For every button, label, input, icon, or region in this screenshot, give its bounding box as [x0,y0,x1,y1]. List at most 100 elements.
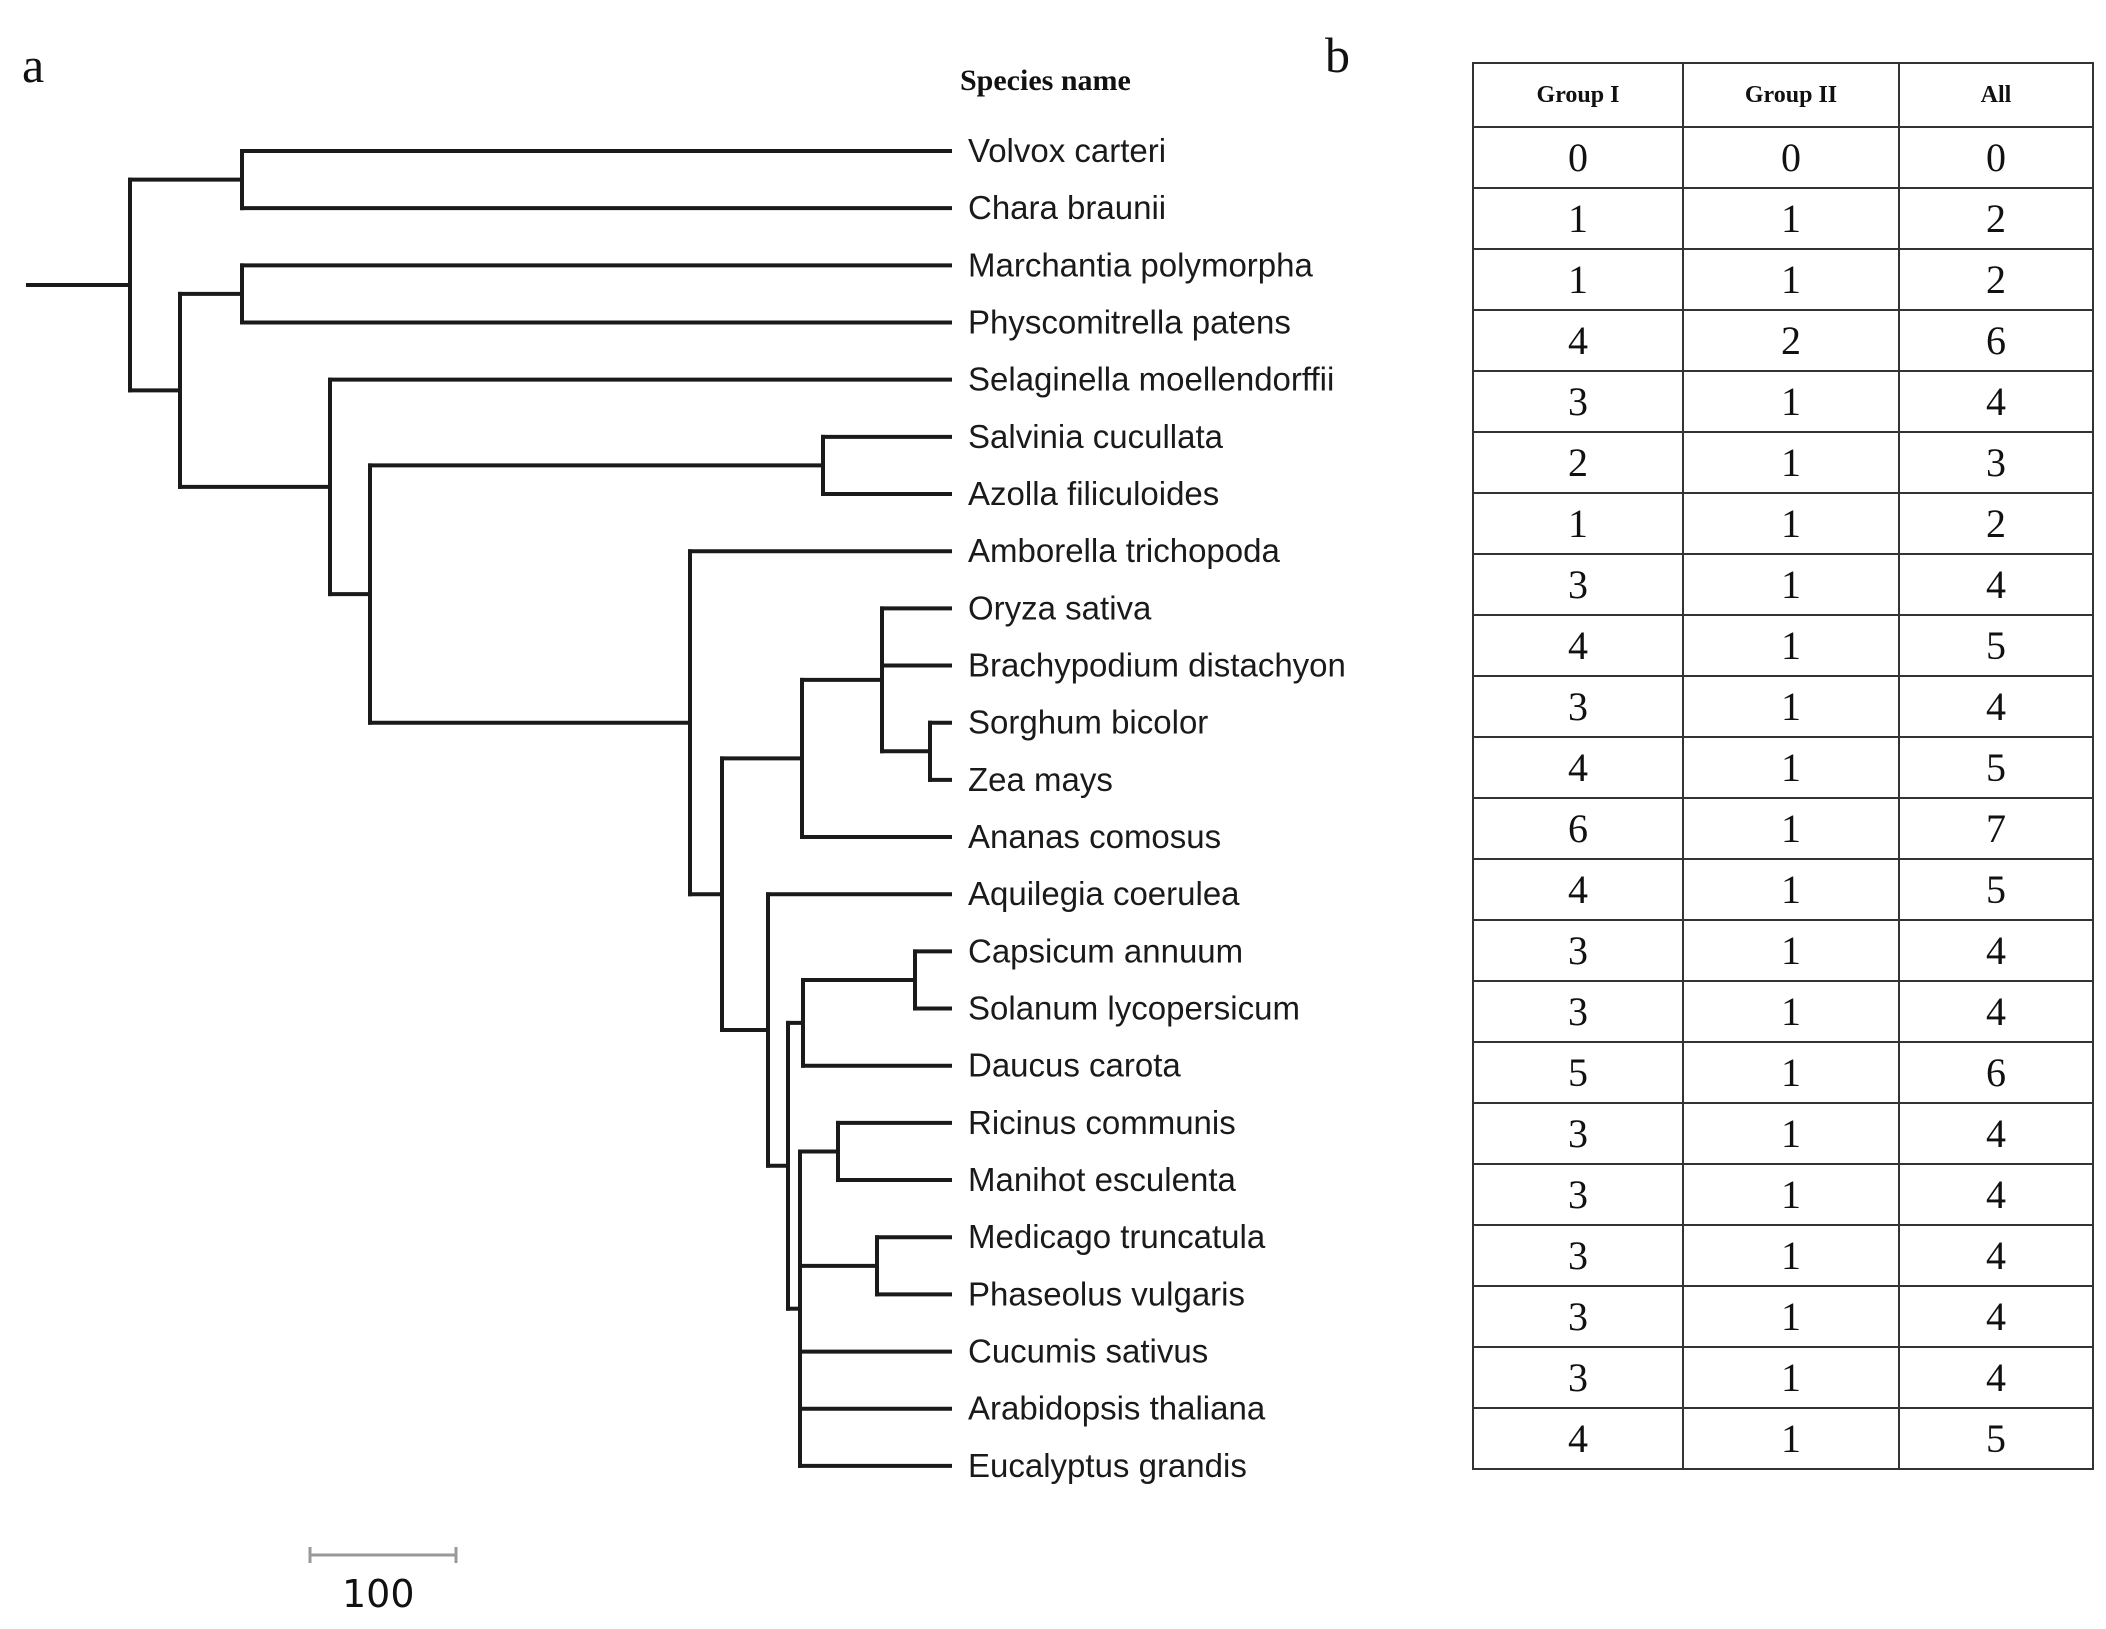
all-count: 5 [1898,1407,2094,1470]
group-i-count: 4 [1472,858,1684,921]
all-count: 2 [1898,492,2094,555]
species-label: Azolla filiculoides [968,475,1219,512]
group-ii-count: 1 [1682,980,1900,1043]
group-i-count: 2 [1472,431,1684,494]
all-count: 4 [1898,370,2094,433]
all-count: 2 [1898,248,2094,311]
group-ii-count: 1 [1682,1224,1900,1287]
group-ii-count: 1 [1682,431,1900,494]
scale-bar: 100 [308,1547,458,1616]
species-name-header: Species name [960,64,1131,97]
group-i-count: 1 [1472,248,1684,311]
species-label: Selaginella moellendorffii [968,361,1334,398]
all-count: 4 [1898,553,2094,616]
panel-label-a: a [22,37,44,93]
species-label: Phaseolus vulgaris [968,1275,1245,1312]
group-i-count: 4 [1472,309,1684,372]
all-count: 2 [1898,187,2094,250]
group-ii-count: 1 [1682,1285,1900,1348]
all-count: 4 [1898,1346,2094,1409]
all-count: 5 [1898,736,2094,799]
species-label: Capsicum annuum [968,932,1243,969]
species-label: Ricinus communis [968,1104,1236,1141]
all-count: 4 [1898,675,2094,738]
group-ii-count: 0 [1682,126,1900,189]
species-label: Sorghum bicolor [968,704,1208,741]
all-count: 6 [1898,309,2094,372]
group-i-count: 3 [1472,1163,1684,1226]
header-group-i: Group I [1472,62,1684,128]
group-ii-count: 1 [1682,187,1900,250]
group-ii-count: 1 [1682,1346,1900,1409]
species-label: Amborella trichopoda [968,532,1280,569]
group-ii-count: 1 [1682,370,1900,433]
group-ii-count: 1 [1682,1041,1900,1104]
species-label: Arabidopsis thaliana [968,1390,1266,1427]
group-i-count: 4 [1472,614,1684,677]
group-i-count: 3 [1472,919,1684,982]
group-i-count: 1 [1472,187,1684,250]
group-ii-count: 1 [1682,736,1900,799]
all-count: 0 [1898,126,2094,189]
group-i-count: 0 [1472,126,1684,189]
all-count: 6 [1898,1041,2094,1104]
species-label: Brachypodium distachyon [968,647,1346,684]
species-label: Medicago truncatula [968,1218,1266,1255]
all-count: 4 [1898,1163,2094,1226]
species-label: Manihot esculenta [968,1161,1236,1198]
group-ii-count: 1 [1682,553,1900,616]
group-i-count: 3 [1472,553,1684,616]
group-ii-count: 2 [1682,309,1900,372]
all-count: 5 [1898,858,2094,921]
all-count: 4 [1898,1102,2094,1165]
all-count: 4 [1898,1285,2094,1348]
group-ii-count: 1 [1682,858,1900,921]
species-label: Daucus carota [968,1047,1181,1084]
group-i-count: 4 [1472,1407,1684,1470]
species-label: Salvinia cucullata [968,418,1224,455]
species-label: Aquilegia coerulea [968,875,1240,912]
group-i-count: 3 [1472,1285,1684,1348]
group-ii-count: 1 [1682,919,1900,982]
group-ii-count: 1 [1682,1102,1900,1165]
all-count: 4 [1898,980,2094,1043]
group-i-count: 3 [1472,370,1684,433]
scale-bar-line [308,1547,458,1563]
scale-bar-label: 100 [342,1572,415,1616]
group-ii-count: 1 [1682,1407,1900,1470]
all-count: 4 [1898,919,2094,982]
group-ii-count: 1 [1682,492,1900,555]
all-count: 4 [1898,1224,2094,1287]
group-i-count: 4 [1472,736,1684,799]
group-i-count: 3 [1472,1102,1684,1165]
group-ii-count: 1 [1682,797,1900,860]
group-i-count: 3 [1472,980,1684,1043]
all-count: 3 [1898,431,2094,494]
header-all: All [1898,62,2094,128]
group-i-count: 6 [1472,797,1684,860]
group-ii-count: 1 [1682,614,1900,677]
